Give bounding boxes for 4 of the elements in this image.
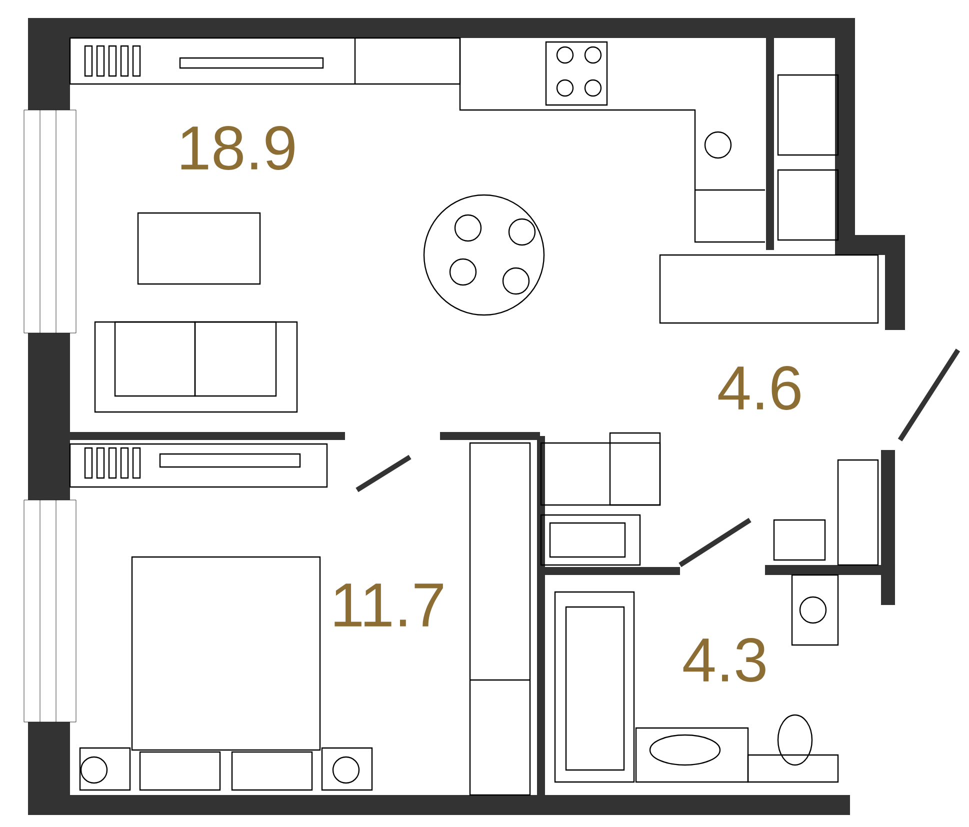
area-label: 18.9: [181, 126, 294, 170]
area-label: 4.3: [683, 638, 766, 682]
area-label: 4.6: [718, 366, 800, 410]
area-label: 11.7: [334, 584, 443, 626]
